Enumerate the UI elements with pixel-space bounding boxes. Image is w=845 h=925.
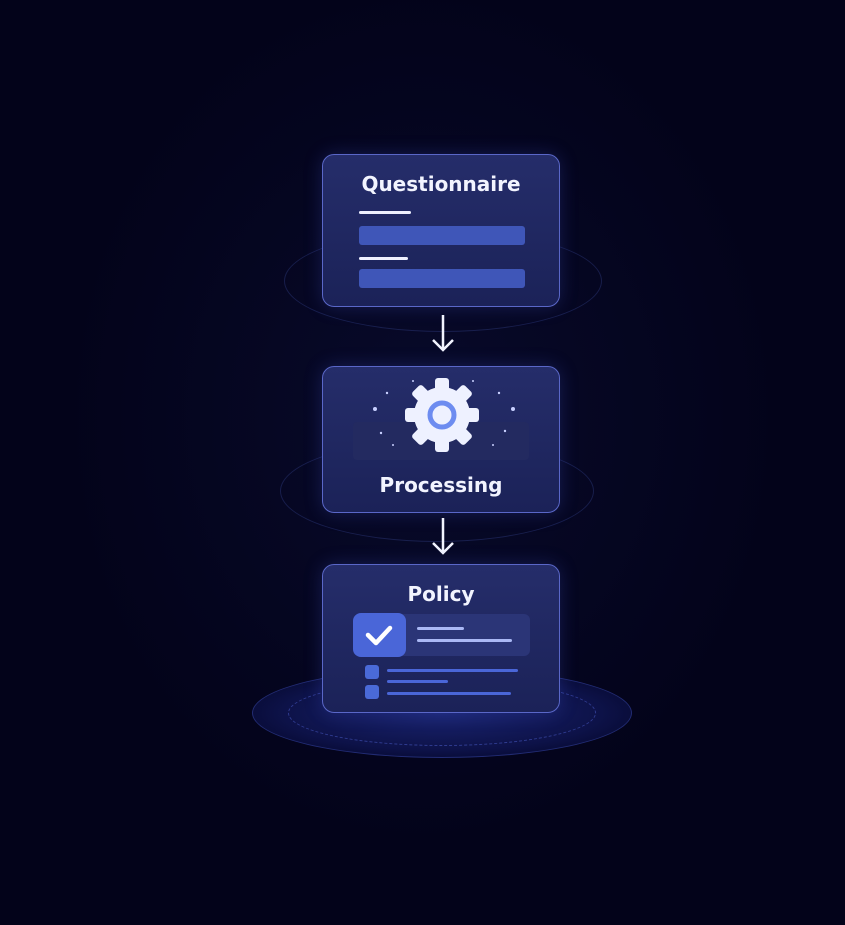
text-line bbox=[417, 639, 512, 642]
text-line bbox=[387, 692, 511, 695]
check-icon bbox=[353, 613, 406, 657]
gear-icon bbox=[373, 378, 515, 452]
policy-card: Policy bbox=[322, 564, 560, 713]
processing-title: Processing bbox=[379, 473, 503, 497]
policy-title: Policy bbox=[407, 582, 475, 606]
input-field-bar bbox=[359, 226, 525, 245]
text-line bbox=[417, 627, 464, 630]
checkbox-icon bbox=[365, 685, 379, 699]
text-line bbox=[387, 680, 448, 683]
processing-card: Processing bbox=[322, 366, 560, 513]
arrow-down-icon bbox=[432, 315, 454, 352]
input-field-bar bbox=[359, 269, 525, 288]
field-label-line bbox=[359, 211, 411, 214]
questionnaire-card: Questionnaire bbox=[322, 154, 560, 307]
text-line bbox=[387, 669, 518, 672]
field-label-line bbox=[359, 257, 408, 260]
checkbox-icon bbox=[365, 665, 379, 679]
arrow-down-icon bbox=[432, 518, 454, 555]
questionnaire-title: Questionnaire bbox=[361, 172, 521, 196]
